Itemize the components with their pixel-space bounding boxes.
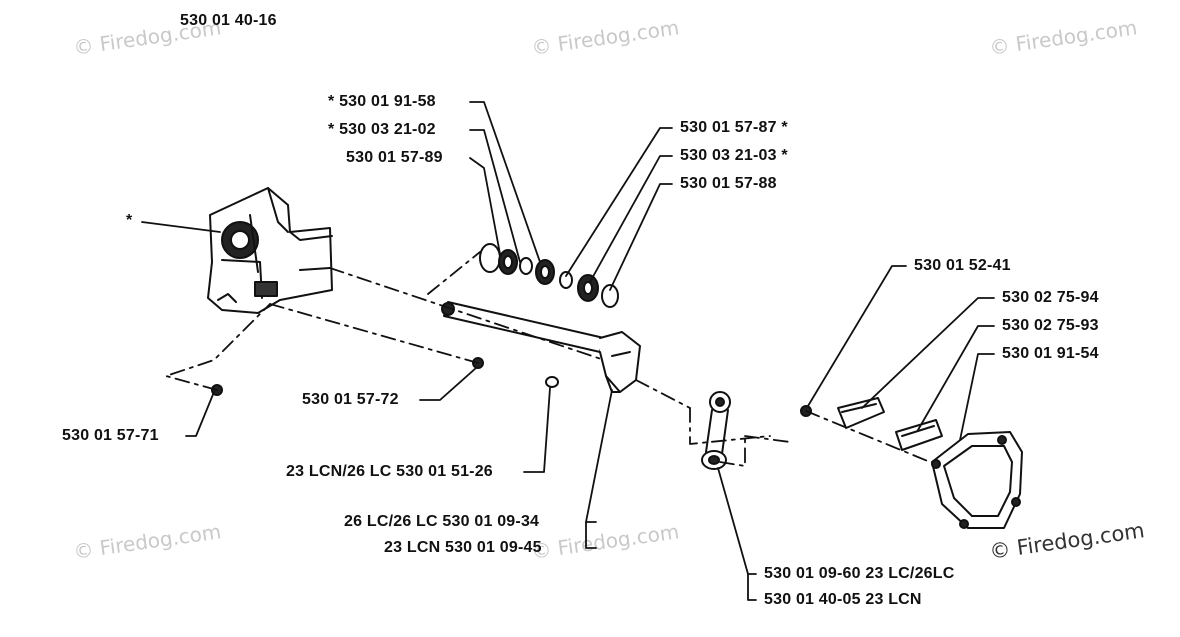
part-label: 530 01 52-41 bbox=[914, 257, 1011, 274]
part-label: * 530 01 91-58 bbox=[328, 93, 436, 110]
part-label: 530 02 75-93 bbox=[1002, 317, 1099, 334]
part-label: * bbox=[126, 212, 133, 229]
part-label: 530 01 57-88 bbox=[680, 175, 777, 192]
part-label: 26 LC/26 LC 530 01 09-34 bbox=[344, 513, 540, 530]
part-label: 530 03 21-03 * bbox=[680, 147, 788, 164]
cover-part bbox=[931, 431, 1023, 529]
bearing-stack bbox=[479, 243, 619, 308]
part-label: 23 LCN 530 01 09-45 bbox=[384, 539, 542, 556]
part-label: 530 01 57-89 bbox=[346, 149, 443, 166]
part-label: 23 LCN/26 LC 530 01 51-26 bbox=[286, 463, 493, 480]
alignment-lines bbox=[165, 251, 931, 467]
gasket-part bbox=[837, 397, 943, 451]
nut-part bbox=[545, 376, 559, 388]
part-label: 530 01 57-72 bbox=[302, 391, 399, 408]
assembly-number: 530 01 40-16 bbox=[180, 12, 277, 29]
part-label: 530 01 91-54 bbox=[1002, 345, 1099, 362]
part-label: 530 02 75-94 bbox=[1002, 289, 1099, 306]
part-label: 530 01 57-87 * bbox=[680, 119, 788, 136]
connecting-rod-part bbox=[701, 391, 731, 470]
part-label: 530 01 57-71 bbox=[62, 427, 159, 444]
leader-lines bbox=[141, 101, 995, 601]
part-label: 530 01 09-60 23 LC/26LC bbox=[764, 565, 955, 582]
part-label: * 530 03 21-02 bbox=[328, 121, 436, 138]
crankcase-part bbox=[207, 187, 333, 314]
part-label: 530 01 40-05 23 LCN bbox=[764, 591, 922, 608]
